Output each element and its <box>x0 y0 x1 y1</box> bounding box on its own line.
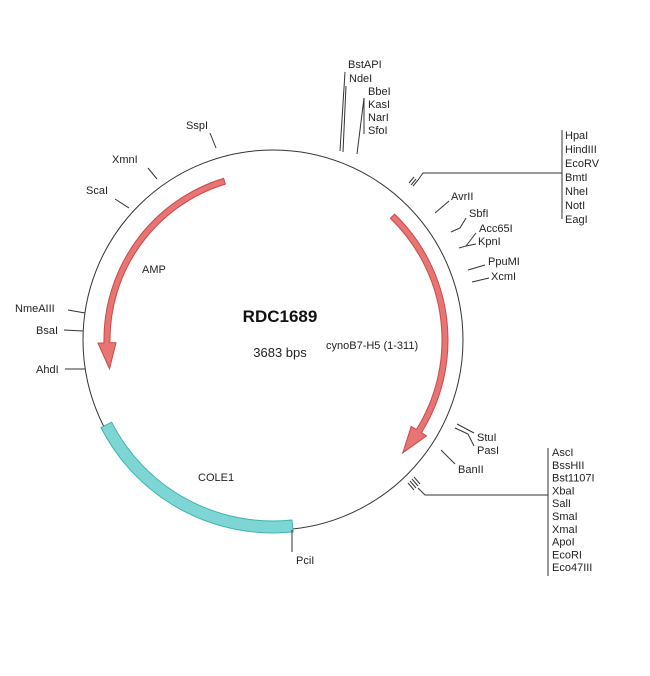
site-label[interactable]: HindIII <box>565 144 597 156</box>
site-leader <box>417 172 562 181</box>
site-label[interactable]: BssHII <box>552 460 584 472</box>
site-leader <box>356 97 365 155</box>
site-label[interactable]: NmeAIII <box>15 303 55 315</box>
site-label[interactable]: XmnI <box>112 154 138 166</box>
site-leader <box>465 243 477 247</box>
site-label[interactable]: NdeI <box>349 73 372 85</box>
site-label[interactable]: PasI <box>477 445 499 457</box>
site-leader <box>209 132 217 149</box>
site-label[interactable]: SmaI <box>552 511 578 523</box>
site-leader <box>417 487 548 496</box>
site-leader <box>450 217 467 233</box>
site-label[interactable]: BstAPI <box>348 59 382 71</box>
site-label[interactable]: NheI <box>565 186 588 198</box>
site-label[interactable]: Bst1107I <box>552 473 595 485</box>
insert-arrow[interactable] <box>389 213 449 455</box>
site-label[interactable]: XmaI <box>552 524 578 536</box>
site-label[interactable]: ScaI <box>86 185 108 197</box>
plasmid-size: 3683 bps <box>253 345 307 360</box>
site-leader <box>467 264 486 271</box>
insert-label: cynoB7-H5 (1-311) <box>326 340 418 352</box>
site-leader <box>454 427 475 447</box>
site-label[interactable]: SspI <box>186 120 208 132</box>
site-label[interactable]: Eco47III <box>552 562 592 574</box>
site-label[interactable]: EcoRI <box>552 549 582 561</box>
site-label[interactable]: BbeI <box>368 86 391 98</box>
site-label[interactable]: SbfI <box>469 208 489 220</box>
site-leader <box>471 277 490 283</box>
site-label[interactable]: ApoI <box>552 537 575 549</box>
site-label[interactable]: EagI <box>565 214 588 226</box>
site-label[interactable]: Acc65I <box>479 223 513 235</box>
amp-label: AMP <box>142 264 166 276</box>
cole1-feature[interactable] <box>100 421 294 534</box>
site-leader <box>339 71 346 152</box>
site-leader <box>114 198 130 209</box>
site-label[interactable]: XbaI <box>552 485 575 497</box>
site-label[interactable]: XcmI <box>491 271 516 283</box>
site-label[interactable]: PpuMI <box>488 256 520 268</box>
site-leader <box>63 329 84 332</box>
site-label[interactable]: BanII <box>458 464 484 476</box>
site-label[interactable]: HpaI <box>565 130 588 142</box>
mcs-ticks-2 <box>407 476 421 491</box>
site-label[interactable]: KasI <box>368 99 390 111</box>
site-leader <box>434 200 450 214</box>
site-leader <box>67 309 86 314</box>
site-label[interactable]: AscI <box>552 447 573 459</box>
site-label[interactable]: StuI <box>477 432 497 444</box>
site-label[interactable]: BmtI <box>565 172 588 184</box>
site-label[interactable]: AvrII <box>451 191 473 203</box>
site-label[interactable]: NarI <box>368 112 389 124</box>
site-label[interactable]: KpnI <box>478 236 501 248</box>
site-leader <box>342 85 347 153</box>
cole1-label: COLE1 <box>198 472 234 484</box>
site-label[interactable]: BsaI <box>36 325 58 337</box>
site-label[interactable]: PciI <box>296 555 314 567</box>
site-label[interactable]: NotI <box>565 200 585 212</box>
site-label[interactable]: AhdI <box>36 364 59 376</box>
site-label[interactable]: SalI <box>552 498 571 510</box>
plasmid-name: RDC1689 <box>243 307 318 326</box>
site-label[interactable]: EcoRV <box>565 158 600 170</box>
mcs-ticks-1 <box>408 176 419 187</box>
site-leader <box>456 423 475 434</box>
site-leader <box>440 449 456 465</box>
site-label[interactable]: SfoI <box>368 125 388 137</box>
site-leader <box>147 167 158 180</box>
amp-arrow[interactable] <box>97 177 226 371</box>
